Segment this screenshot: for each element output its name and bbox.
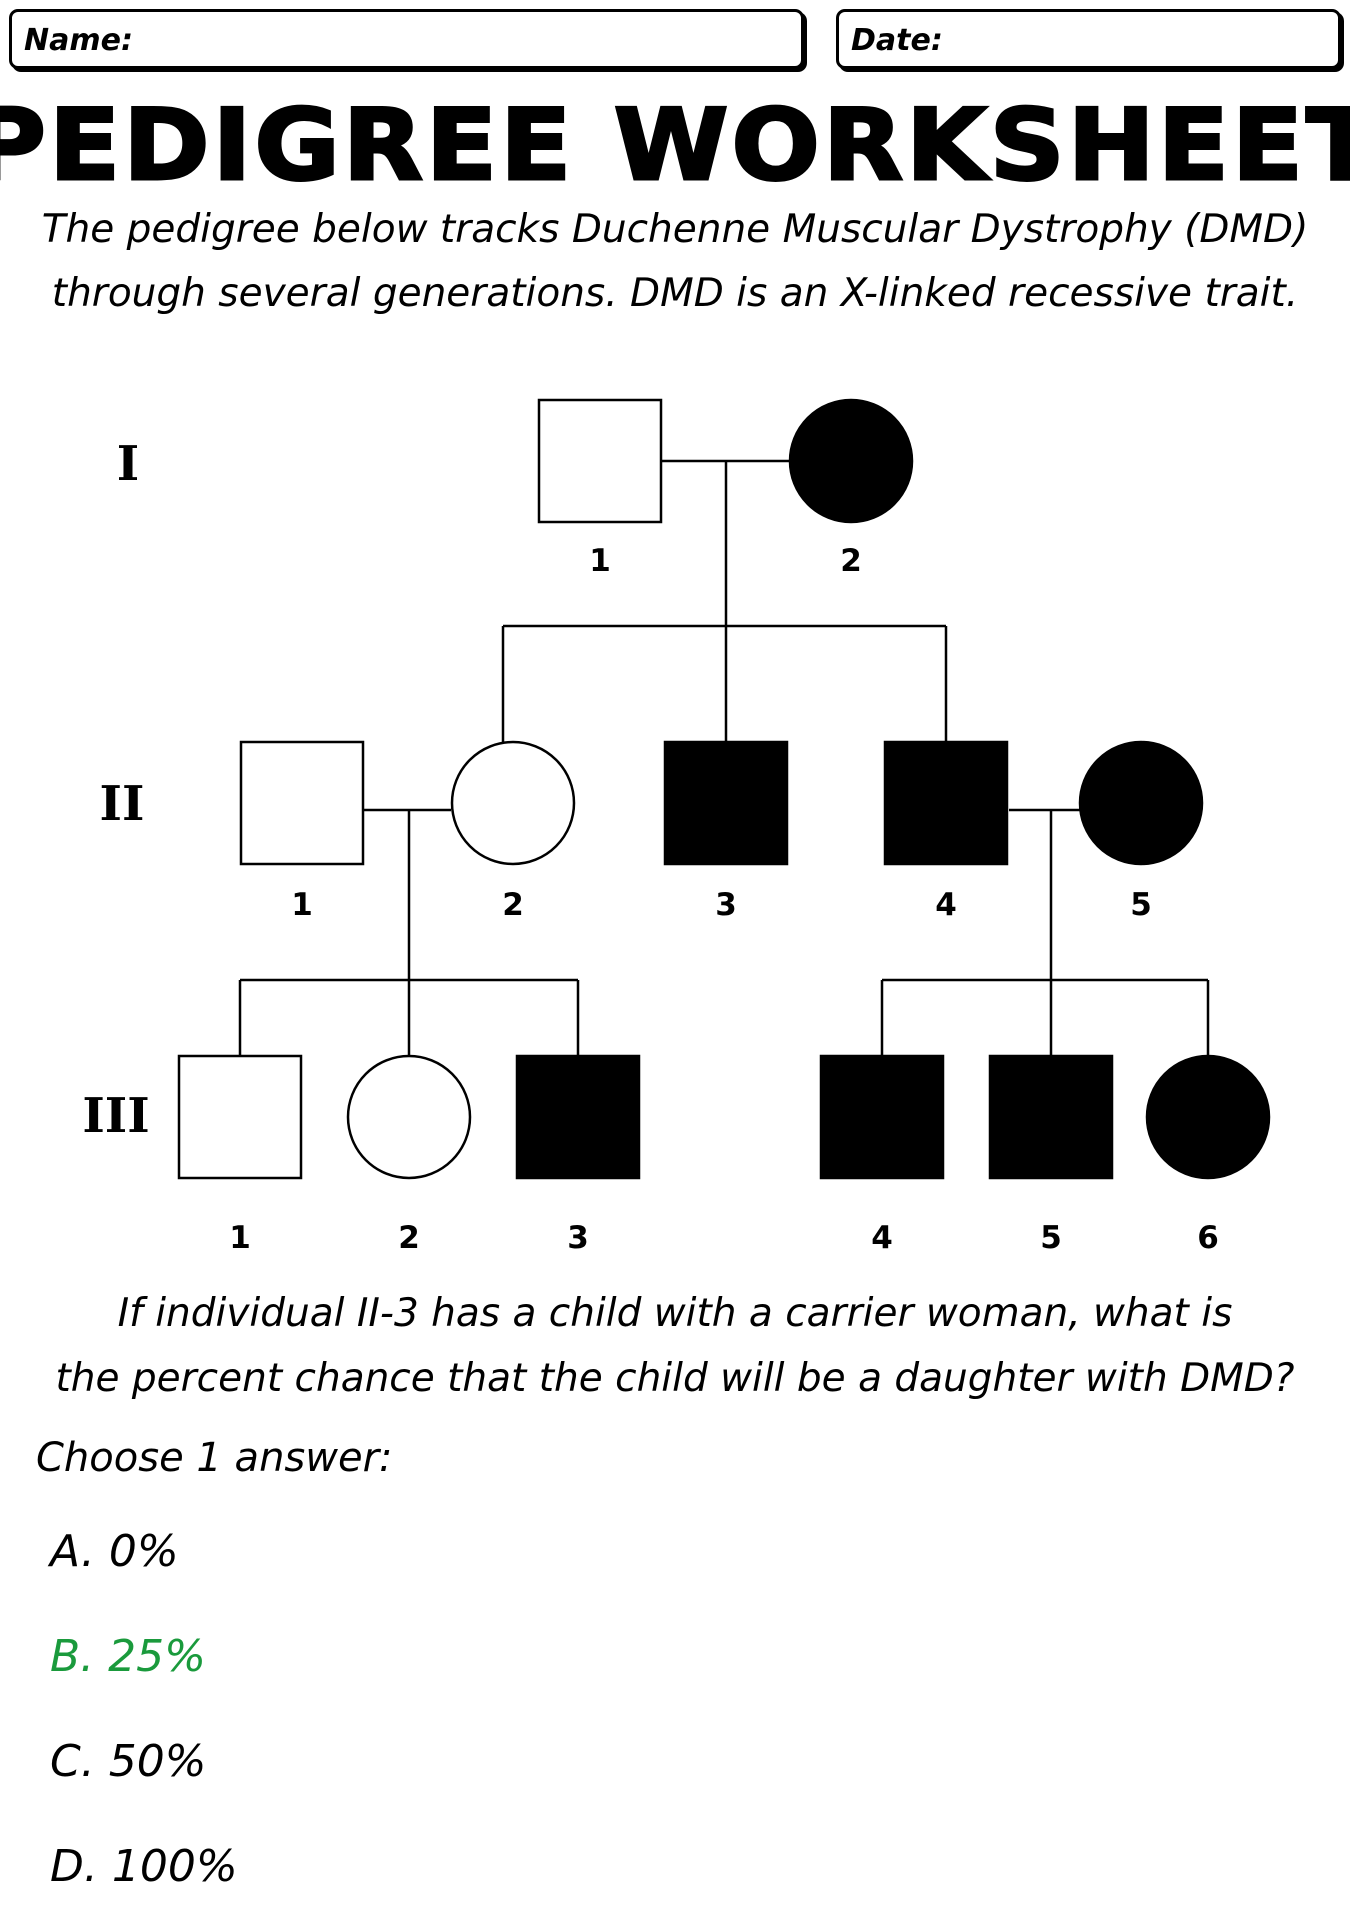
date-field-box: Date: xyxy=(836,9,1341,69)
name-label: Name: xyxy=(24,23,133,58)
individual-II-4-square xyxy=(883,740,1009,866)
individual-III-1-square xyxy=(177,1054,303,1180)
individual-III-3-square xyxy=(515,1054,641,1180)
answer-option-a[interactable]: A. 0% xyxy=(50,1526,179,1577)
individual-number-I-2: 2 xyxy=(840,543,862,579)
individual-number-III-2: 2 xyxy=(398,1220,420,1256)
individual-number-III-5: 5 xyxy=(1040,1220,1062,1256)
individual-number-III-4: 4 xyxy=(871,1220,893,1256)
individual-number-II-2: 2 xyxy=(502,887,524,923)
individual-II-5-circle xyxy=(1078,740,1204,866)
intro-line-1: The pedigree below tracks Duchenne Muscu… xyxy=(41,207,1309,252)
choose-answer-label: Choose 1 answer: xyxy=(36,1435,393,1481)
individual-III-4-square xyxy=(819,1054,945,1180)
individual-number-I-1: 1 xyxy=(589,543,611,579)
individual-number-III-3: 3 xyxy=(567,1220,589,1256)
individual-number-II-1: 1 xyxy=(291,887,313,923)
answer-option-d[interactable]: D. 100% xyxy=(50,1841,238,1892)
generation-label-II: II xyxy=(100,776,145,832)
individual-II-3-square xyxy=(663,740,789,866)
date-input[interactable] xyxy=(939,20,1326,58)
individual-number-II-3: 3 xyxy=(715,887,737,923)
individual-III-2-circle xyxy=(346,1054,472,1180)
individual-number-III-6: 6 xyxy=(1197,1220,1219,1256)
intro-line-2: through several generations. DMD is an X… xyxy=(51,271,1299,316)
individual-number-III-1: 1 xyxy=(229,1220,251,1256)
individual-number-II-5: 5 xyxy=(1130,887,1152,923)
individual-III-5-square xyxy=(988,1054,1114,1180)
question-line-1: If individual II-3 has a child with a ca… xyxy=(117,1291,1233,1336)
pedigree-symbols xyxy=(177,398,1271,1180)
date-label: Date: xyxy=(851,23,943,58)
individual-number-II-4: 4 xyxy=(935,887,957,923)
generation-label-III: III xyxy=(82,1088,149,1144)
question-line-2: the percent chance that the child will b… xyxy=(55,1356,1295,1401)
answer-option-c[interactable]: C. 50% xyxy=(50,1736,207,1787)
generation-label-I: I xyxy=(117,436,139,492)
individual-I-2-circle xyxy=(788,398,914,524)
individual-III-6-circle xyxy=(1145,1054,1271,1180)
individual-II-2-circle xyxy=(450,740,576,866)
name-input[interactable] xyxy=(124,20,789,58)
individual-I-1-square xyxy=(537,398,663,524)
answer-option-b[interactable]: B. 25% xyxy=(50,1631,206,1682)
pedigree-chart: I II III 1 2 1 2 3 4 5 1 2 3 4 5 6 xyxy=(82,398,1271,1256)
individual-II-1-square xyxy=(239,740,365,866)
pedigree-lines xyxy=(238,459,1210,1062)
worksheet-title: PEDIGREE WORKSHEET xyxy=(0,89,1350,203)
name-field-box: Name: xyxy=(9,9,804,69)
